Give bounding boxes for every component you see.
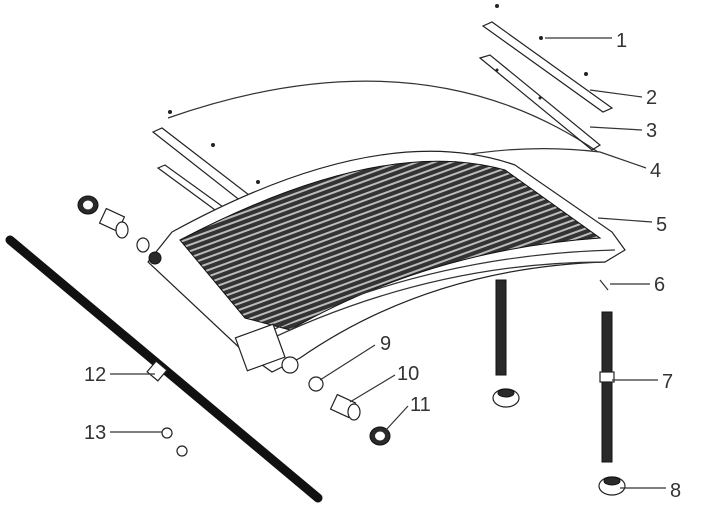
callout-7: 7	[662, 371, 673, 393]
solar-panel	[147, 150, 626, 374]
callout-5: 5	[656, 214, 667, 236]
callout-1: 1	[616, 30, 627, 52]
pin	[599, 279, 609, 291]
callout-3: 3	[646, 120, 657, 142]
callout-6: 6	[654, 274, 665, 296]
top-bracket-right	[481, 21, 614, 113]
leader-lines	[110, 37, 666, 489]
screws	[168, 4, 588, 184]
callout-11: 11	[410, 394, 431, 416]
leg-front	[492, 279, 520, 408]
fittings-left	[77, 195, 150, 253]
fittings-right	[161, 376, 391, 457]
mount-plate-right	[478, 54, 602, 151]
callout-10: 10	[397, 363, 419, 385]
callout-4: 4	[650, 160, 661, 182]
callout-8: 8	[670, 480, 681, 502]
callout-12: 12	[84, 364, 106, 386]
leg-rear	[598, 311, 626, 496]
cover-sheet	[167, 80, 599, 153]
callout-2: 2	[646, 87, 657, 109]
callout-13: 13	[84, 422, 106, 444]
callout-9: 9	[380, 333, 391, 355]
connecting-rod	[5, 235, 323, 503]
